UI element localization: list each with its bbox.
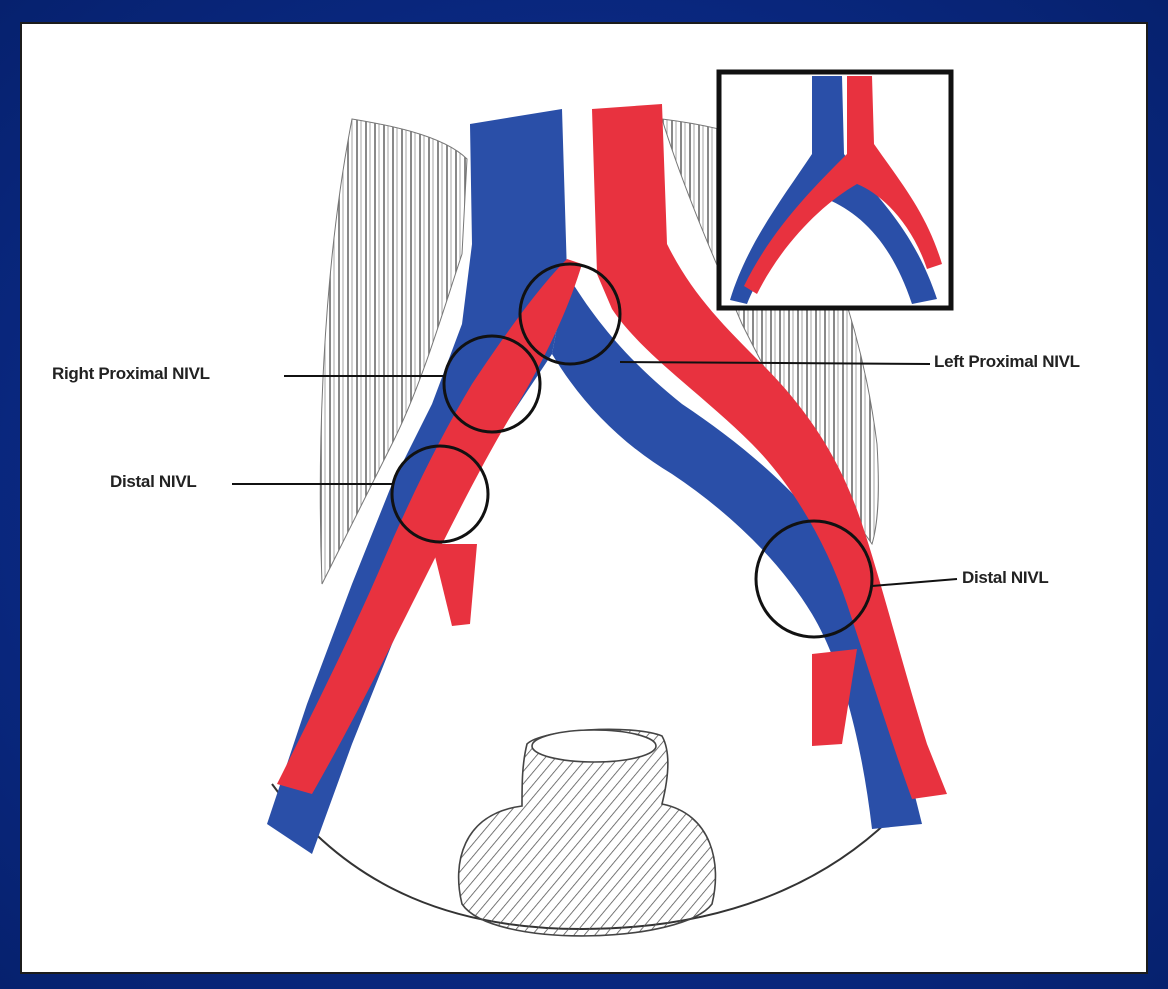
distal-nivl-label-left-side: Distal NIVL (962, 568, 1048, 588)
sacrum-top (532, 730, 656, 762)
right-internal-iliac-artery (432, 544, 477, 626)
distal-nivl-label-right-side: Distal NIVL (110, 472, 196, 492)
inset-diagram (719, 72, 951, 308)
left-proximal-nivl-label: Left Proximal NIVL (934, 352, 1080, 372)
distal-left-leader (872, 579, 957, 586)
right-proximal-nivl-label: Right Proximal NIVL (52, 364, 210, 384)
diagram-frame: Right Proximal NIVL Left Proximal NIVL D… (20, 22, 1148, 974)
vascular-diagram (22, 24, 1148, 974)
